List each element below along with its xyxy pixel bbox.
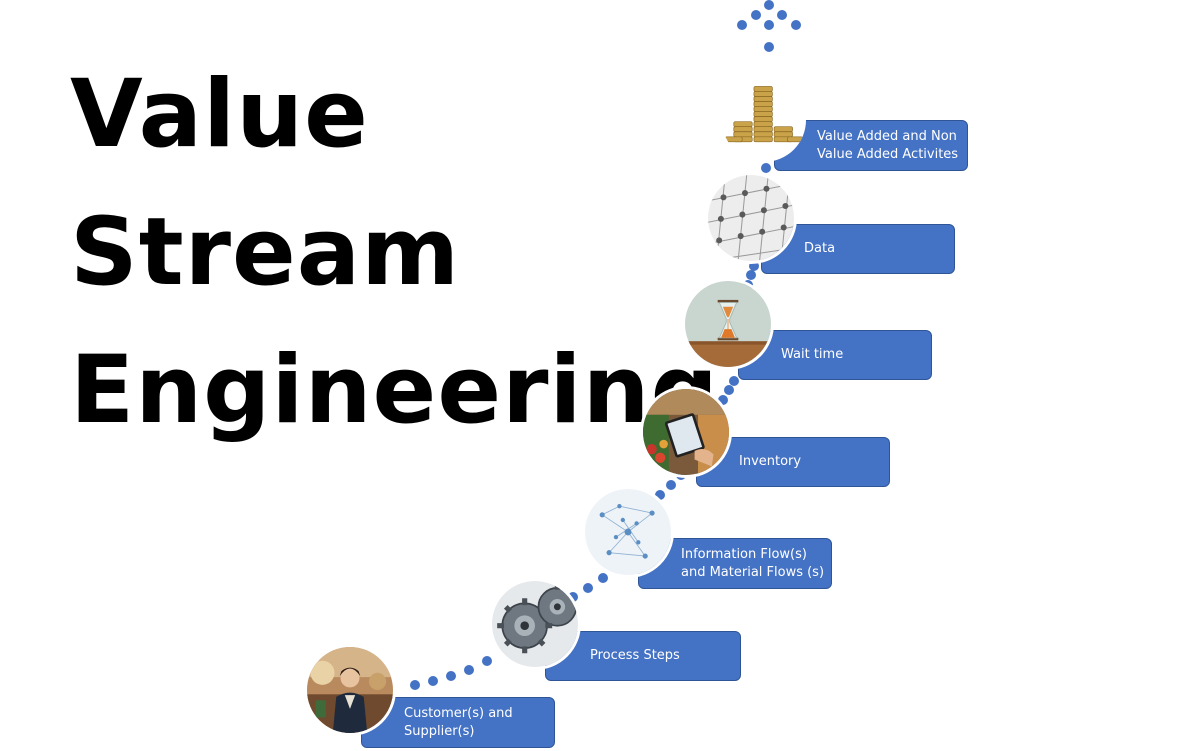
path-dot: [746, 270, 756, 280]
path-dot: [655, 490, 665, 500]
path-dot: [598, 573, 608, 583]
step-label-inventory: Inventory: [739, 454, 802, 469]
path-dot: [718, 395, 728, 405]
path-dot: [583, 583, 593, 593]
step-label-process-steps: Process Steps: [590, 648, 680, 663]
data-grid-photo-icon: [705, 172, 797, 264]
path-dot: [410, 680, 420, 690]
path-dot: [729, 376, 739, 386]
hourglass-photo-icon: [682, 278, 774, 370]
title-line-value: Value: [70, 60, 369, 169]
title-line-stream: Stream: [70, 198, 461, 307]
path-dot: [724, 385, 734, 395]
path-dot: [446, 671, 456, 681]
step-box-information-material-flows: Information Flow(s) and Material Flows (…: [638, 538, 832, 589]
customer-photo-icon: [304, 644, 396, 736]
path-dot: [761, 163, 771, 173]
path-dot: [428, 676, 438, 686]
step-label-wait-time: Wait time: [781, 347, 844, 362]
coins-photo-icon: [722, 78, 806, 162]
gears-photo-icon: [489, 578, 581, 670]
step-label-customers-suppliers: Customer(s) and Supplier(s): [404, 705, 513, 739]
path-dot: [666, 480, 676, 490]
path-dot: [464, 665, 474, 675]
tablet-inventory-photo-icon: [640, 386, 732, 478]
network-nodes-photo-icon: [582, 486, 674, 578]
step-box-value-added: Value Added and Non Value Added Activite…: [774, 120, 968, 171]
step-label-information-material-flows: Information Flow(s) and Material Flows (…: [681, 546, 825, 580]
path-dot: [568, 592, 578, 602]
step-label-data: Data: [804, 241, 836, 256]
step-label-value-added: Value Added and Non Value Added Activite…: [817, 128, 959, 162]
path-dot: [749, 261, 759, 271]
path-dot: [482, 656, 492, 666]
title-line-engineering: Engineering: [70, 336, 719, 445]
